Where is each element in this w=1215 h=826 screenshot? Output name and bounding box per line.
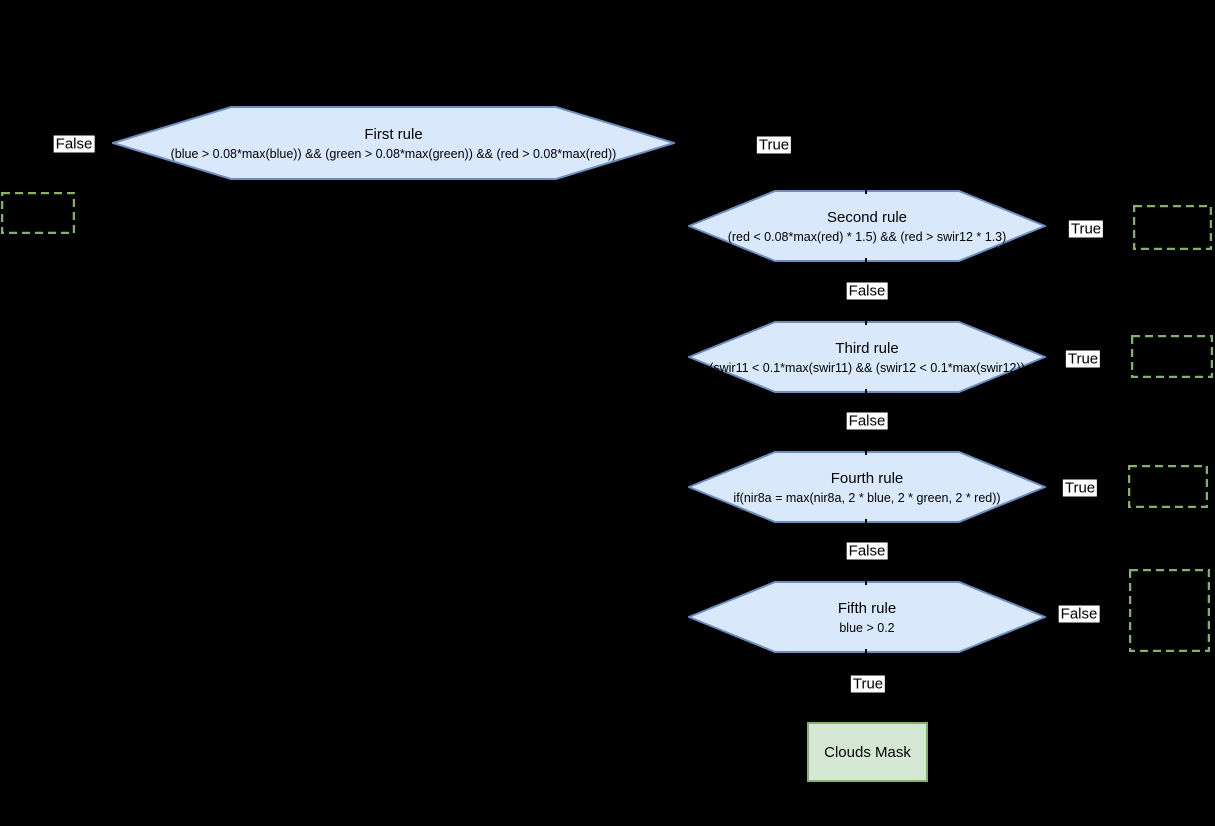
connector-tick <box>865 519 867 523</box>
edge-label-first-true: True <box>756 136 792 154</box>
rule-title: First rule <box>364 125 423 143</box>
rule-condition: blue > 0.2 <box>839 620 895 635</box>
node-fourth-rule: Fourth rule if(nir8a = max(nir8a, 2 * bl… <box>688 451 1046 523</box>
edge-label-fourth-false: False <box>846 542 888 560</box>
node-third-rule: Third rule (swir11 < 0.1*max(swir11) && … <box>688 321 1046 393</box>
connector-tick <box>865 451 867 455</box>
hexagon-shape <box>688 451 1046 523</box>
node-second-rule: Second rule (red < 0.08*max(red) * 1.5) … <box>688 190 1046 262</box>
rule-title: Fifth rule <box>837 599 897 617</box>
edge-label-fifth-true: True <box>850 675 886 693</box>
connector-tick <box>865 649 867 653</box>
hexagon-shape <box>688 321 1046 393</box>
connector-tick <box>865 581 867 585</box>
placeholder-box-fourth-true <box>1128 465 1208 508</box>
rule-condition: (red < 0.08*max(red) * 1.5) && (red > sw… <box>727 229 1007 244</box>
terminal-clouds-mask: Clouds Mask <box>807 722 928 782</box>
node-fifth-rule: Fifth rule blue > 0.2 <box>688 581 1046 653</box>
connector-tick <box>865 258 867 262</box>
edge-label-third-true: True <box>1065 350 1101 368</box>
edge-label-second-false: False <box>846 282 888 300</box>
rule-title: Fourth rule <box>830 469 904 487</box>
edge-label-fifth-false: False <box>1058 605 1100 623</box>
edge-label-third-false: False <box>846 412 888 430</box>
placeholder-box-first-false <box>1 192 75 234</box>
rule-condition: (swir11 < 0.1*max(swir11) && (swir12 < 0… <box>709 360 1025 375</box>
terminal-label: Clouds Mask <box>824 743 911 761</box>
placeholder-box-second-true <box>1133 205 1212 250</box>
connector-tick <box>865 389 867 393</box>
rule-title: Third rule <box>835 339 899 357</box>
connector-tick <box>865 321 867 325</box>
connector-tick <box>865 190 867 194</box>
placeholder-box-fifth-false <box>1129 569 1210 652</box>
hexagon-shape <box>112 106 675 180</box>
hexagon-shape <box>688 190 1046 262</box>
placeholder-box-third-true <box>1131 335 1213 378</box>
edge-label-second-true: True <box>1068 220 1104 238</box>
node-first-rule: First rule (blue > 0.08*max(blue)) && (g… <box>112 106 675 180</box>
edge-label-first-false: False <box>53 135 95 153</box>
hexagon-shape <box>688 581 1046 653</box>
rule-condition: if(nir8a = max(nir8a, 2 * blue, 2 * gree… <box>733 490 1001 505</box>
edge-label-fourth-true: True <box>1062 479 1098 497</box>
rule-title: Second rule <box>826 208 908 226</box>
rule-condition: (blue > 0.08*max(blue)) && (green > 0.08… <box>170 146 617 161</box>
